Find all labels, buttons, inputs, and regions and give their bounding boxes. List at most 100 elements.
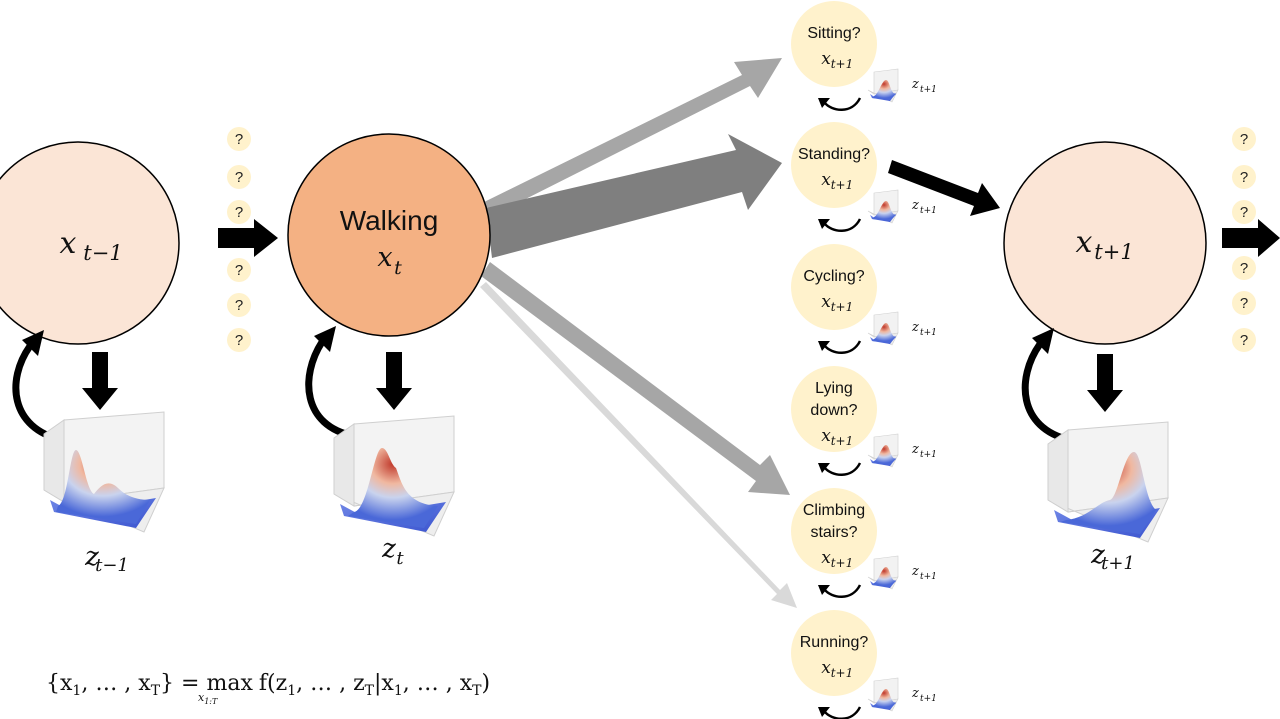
question-bubble [227, 328, 251, 352]
question-bubble [1232, 127, 1256, 151]
candidate-obs-sub: t+1 [920, 85, 937, 95]
emission-arrow-current [376, 352, 412, 410]
black-arrows [82, 160, 1280, 412]
candidate-obs-sub: t+1 [920, 328, 937, 338]
arrow-to-standing [486, 134, 782, 258]
candidate-symbol: x [821, 426, 831, 446]
state-current: Walking x t [287, 133, 491, 337]
arrow-standing-to-next [888, 160, 1000, 216]
question-mark: ? [235, 262, 243, 279]
formula-rhs-subT: T [365, 683, 375, 699]
surface-plot-next [1047, 421, 1169, 543]
obs-current-symbol: z [381, 534, 396, 564]
candidate-label: Cycling? [803, 268, 864, 285]
question-mark: ? [235, 204, 243, 221]
feedback-arrowhead [1032, 328, 1054, 354]
transition-arrows [478, 58, 797, 608]
candidate-obs-symbol: z [911, 198, 919, 213]
formula-lhs-mid: , … , x [81, 671, 151, 696]
question-bubble [227, 258, 251, 282]
arrow-to-running [480, 282, 797, 608]
formula-lhs-end: } = [160, 671, 206, 696]
surface-plot-current [333, 415, 455, 537]
question-mark: ? [235, 169, 243, 186]
candidate-circle [791, 366, 877, 452]
question-bubble [1232, 256, 1256, 280]
question-mark: ? [1240, 295, 1248, 312]
candidate-sub: t+1 [831, 57, 854, 71]
feedback-arrowhead [818, 463, 830, 473]
candidate-sub: t+1 [831, 178, 854, 192]
question-bubble [227, 127, 251, 151]
question-mark: ? [1240, 204, 1248, 221]
formula-rhs-sub1: 1 [287, 683, 296, 699]
state-prev-symbol: x [60, 226, 77, 261]
feedback-arrow-icon [1021, 341, 1071, 444]
state-next: x t+1 [1003, 141, 1207, 345]
question-bubble [227, 200, 251, 224]
candidate-label: stairs? [810, 524, 857, 541]
candidate-symbol: x [821, 548, 831, 568]
state-current-circle [287, 133, 491, 337]
candidate-obs-symbol: z [911, 686, 919, 701]
obs-prev-sub: t−1 [95, 555, 129, 576]
obs-prev-symbol: z [84, 542, 99, 572]
state-current-sub: t [394, 257, 402, 279]
formula-rhs-2: , … , z [296, 671, 365, 696]
question-bubble [227, 293, 251, 317]
candidate-obs-symbol: z [911, 320, 919, 335]
candidate-circle [791, 1, 877, 87]
candidate-label: Lying [815, 380, 853, 397]
arrow-to-climbing [481, 262, 790, 495]
feedback-arrow-icon [823, 97, 862, 111]
question-bubble [1232, 291, 1256, 315]
feedback-arrowhead [818, 585, 830, 595]
formula-rhs-subTb: T [472, 683, 482, 699]
surface-plot-icon [43, 411, 165, 533]
question-mark: ? [1240, 260, 1248, 277]
candidate-obs-symbol: z [911, 77, 919, 92]
surface-plot-icon [867, 68, 899, 103]
obs-next-sub: t+1 [1101, 553, 1135, 574]
formula-op: max [206, 671, 253, 696]
candidate-symbol: x [821, 658, 831, 678]
candidate-obs-sub: t+1 [920, 694, 937, 704]
feedback-arrowhead [818, 341, 830, 351]
candidate-obs-sub: t+1 [920, 206, 937, 216]
question-bubbles-left: ?????? [227, 127, 251, 352]
obs-label-next: z t+1 [1090, 540, 1135, 574]
question-bubble [227, 165, 251, 189]
candidate-label: Sitting? [807, 25, 860, 42]
candidate-label: Climbing [803, 502, 865, 519]
formula-lhs: {x [46, 671, 73, 696]
formula-rhs-3: |x [374, 671, 394, 696]
question-mark: ? [235, 297, 243, 314]
candidate-sub: t+1 [831, 300, 854, 314]
feedback-arrow-icon [823, 462, 862, 476]
surface-plot-icon [867, 311, 899, 346]
question-mark: ? [1240, 131, 1248, 148]
feedback-arrowhead [818, 219, 830, 229]
formula-rhs-sub1b: 1 [394, 683, 403, 699]
candidate-obs-sub: t+1 [920, 450, 937, 460]
emission-arrow-next [1087, 354, 1123, 412]
obs-label-prev: z t−1 [84, 542, 129, 576]
feedback-arrowhead [22, 330, 44, 356]
surface-plot-icon [1047, 421, 1169, 543]
state-current-label: Walking [340, 205, 439, 236]
emission-arrow-prev [82, 352, 118, 410]
candidate-circle [791, 244, 877, 330]
question-mark: ? [1240, 332, 1248, 349]
feedback-arrow-icon [823, 218, 862, 232]
obs-label-current: z t [381, 534, 404, 569]
state-prev-circle [0, 141, 180, 345]
formula-op-sub: x1:T [198, 691, 218, 706]
